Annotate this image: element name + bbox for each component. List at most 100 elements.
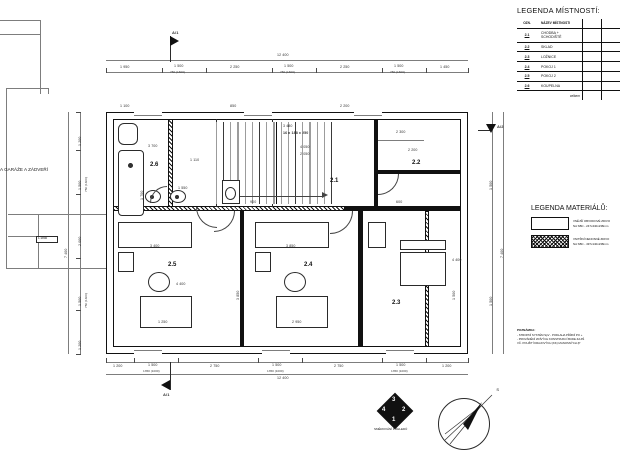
hall-dim: 1 110 [190,158,200,162]
dim-top-3: 1 500 [284,64,294,68]
room-code: 2.1 [517,28,537,43]
chair [148,272,170,292]
chair [284,272,306,292]
section-label-bottom: A/1 [163,392,170,397]
room25-dim2: 4 400 [176,282,186,286]
interior-dim-c: 2 200 [340,104,350,108]
dim-bottom-1-sub: 1350 (1000) [143,369,160,373]
nightstand [118,252,134,272]
garage-label: A GARÁŽE A ZÁDVEŘÍ [0,167,48,172]
bed [118,222,192,248]
dim-left-overall: 7 400 [64,248,68,259]
bath-dim-1: 3 700 [148,144,158,148]
table-total-row: celkem [517,90,620,101]
site-line [6,88,7,268]
dim-line-bottom [106,362,468,363]
bed-double [400,252,446,286]
room-name: KOUPELNA [537,81,583,92]
dim-right-1: 1 500 [489,296,493,307]
room-tag-2-3: 2.3 [392,300,401,306]
dim-right-0: 1 500 [489,180,493,191]
interior-wall-bearing [378,170,461,174]
interior-dim-a: 1 100 [120,104,130,108]
table-row[interactable]: 2.6 KOUPELNA [517,81,620,92]
dim-line-top [106,72,468,73]
table-row[interactable]: 2.3 LOŽNICE [517,51,620,63]
dim-left-1: 1 500 [78,180,82,191]
section-label-right: A/2 [497,124,504,129]
dim-bottom-4: 2 750 [334,364,344,368]
interior-dim-e: 900 [250,200,257,204]
bed-headboard [400,240,446,250]
table-row[interactable]: 2.5 POKOJ 2 [517,71,620,82]
room-tag-2-2: 2.2 [412,160,421,166]
rooms-legend-title: LEGENDA MÍSTNOSTÍ: [517,6,600,15]
dim-bottom-overall: 12 400 [277,376,289,380]
dim-right-overall: 7 400 [500,248,504,259]
bathtub-drain [128,163,133,168]
dim-bottom-6: 1 200 [442,364,452,368]
note-line: - STROPNÍ SYSTÉM SpV - PODLAHA PŘÍZNÍ PO… [517,332,583,337]
room24-dim: 3 850 [286,244,296,248]
dim-left-2: 2 000 [78,236,82,247]
room-tag-2-5: 2.5 [168,262,177,268]
table-row[interactable]: 2.2 SKLAD [517,42,620,53]
table-header-row: OZN. NÁZEV MÍSTNOSTI [517,19,620,29]
nightstand [255,252,271,272]
dim-line-top-overall [106,60,468,61]
material-label-line2: NA SBC - 247x440x238mm [573,223,609,228]
site-detail [36,236,58,243]
note-block: POZNÁMKA: - STROPNÍ SYSTÉM SpV - PODLAHA… [517,328,623,345]
room-tag-2-4: 2.4 [304,262,313,268]
dim-bottom-2: 2 750 [210,364,220,368]
dim-bottom-3: 1 500 [272,363,282,367]
site-line [0,20,40,21]
desk [276,296,328,328]
dim-left-3-sub: 750 (1600) [84,293,88,308]
total-label: celkem [569,93,580,98]
interior-dim-d: 600 [396,200,403,204]
site-line [48,88,49,94]
section-line-top [170,36,171,62]
material-item: VNITŘNÍ NENOSNÉ ZDIVO NA SBC - 497x140x2… [531,235,623,248]
interior-wall-bearing [240,211,244,347]
dim-top-1-sub: 750 (1600) [170,70,185,74]
dim-top-0: 1 950 [120,65,130,69]
sink-drain [175,195,179,199]
dim-left-1-sub: 750 (1600) [84,177,88,192]
stair-dim: 3 480 [283,124,293,128]
room25-dim3: 1 250 [158,320,168,324]
room23-dim: 4 400 [452,258,462,262]
material-label-line1: VNĚJŠÍ OBVODOVÉ ZDIVO [573,219,611,224]
dim-bottom-3-sub: 1350 (1000) [267,369,284,373]
section-label-top: A/1 [172,30,179,35]
dim-top-4: 2 250 [340,65,350,69]
dim-bottom-5: 1 500 [396,363,406,367]
bed [255,222,329,248]
section-line-bottom [170,362,171,390]
dim-top-6: 1 450 [440,65,450,69]
room-code: 2.4 [517,61,537,72]
interior-wall-bearing [345,206,461,211]
rooms-legend-table: OZN. NÁZEV MÍSTNOSTI 2.1 CHODBA + SCHODI… [517,19,620,101]
table-row[interactable]: 2.4 POKOJ 1 [517,61,620,72]
view-direction-marker: 3 2 1 4 SMĚROVÁNÍ POHLEDŮ [374,392,422,440]
section-arrow-top [170,36,179,46]
materials-legend-title: LEGENDA MATERIÁLŮ: [531,205,608,212]
dim-line-bottom-overall [106,374,468,375]
material-label-line1: VNITŘNÍ NENOSNÉ ZDIVO [573,237,610,242]
wc-dim: 1 550 [178,186,188,190]
materials-legend: LEGENDA MATERIÁLŮ: VNĚJŠÍ OBVODOVÉ ZDIVO… [531,205,623,248]
room-name: POKOJ 2 [537,71,583,82]
shower [118,123,138,145]
dim-top-5-sub: 750 (1600) [390,70,405,74]
dim-bottom-0: 1 200 [113,364,123,368]
note-line: VČ. POUŽITÍ KRAJOVÝCH (KK) IZANOSNÝCH (P [517,340,581,345]
wardrobe [368,222,386,248]
table-row[interactable]: 2.1 CHODBA + SCHODIŠTĚ [517,28,620,43]
dim-bottom-5-sub: 1350 (1000) [391,369,408,373]
dim-left-3: 1 500 [78,296,82,307]
site-line [6,88,48,89]
room-name: SKLAD [537,42,583,53]
